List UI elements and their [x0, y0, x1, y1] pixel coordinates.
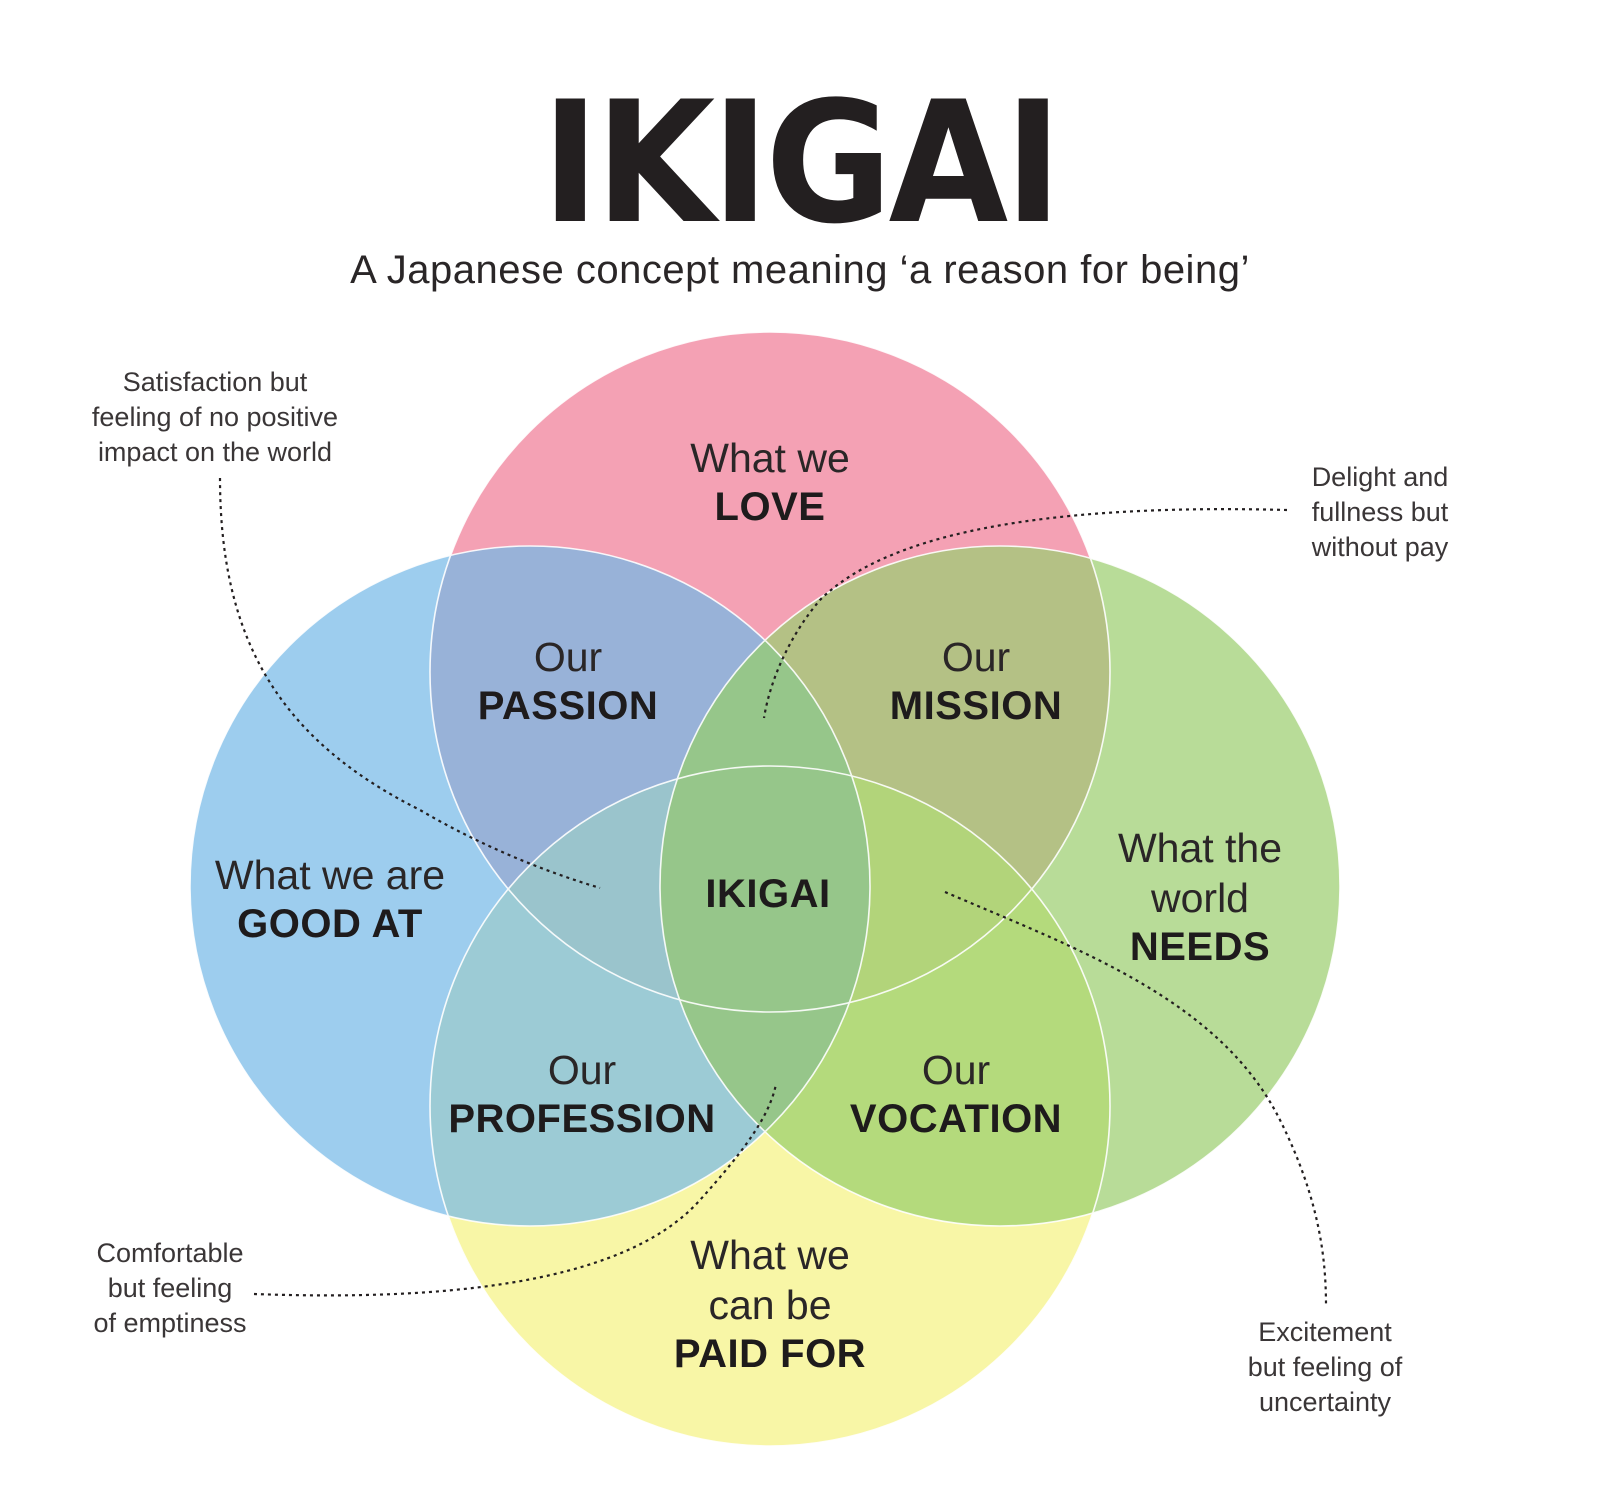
annotation-bottom-right: Excitement but feeling of uncertainty — [1247, 1317, 1403, 1417]
label-passion: Our PASSION — [477, 634, 659, 729]
annotation-top-right: Delight and fullness but without pay — [1311, 462, 1449, 562]
leader-line-bottom-left — [253, 1083, 778, 1297]
page-subtitle: A Japanese concept meaning ‘a reason for… — [350, 248, 1250, 292]
label-good-at: What we are GOOD AT — [214, 852, 446, 947]
leader-line-top-right — [762, 508, 1288, 719]
label-ikigai-center: IKIGAI — [705, 872, 831, 916]
annotation-top-left: Satisfaction but feeling of no positive … — [91, 367, 339, 467]
page-title: IKIGAI — [541, 65, 1062, 261]
label-profession: Our PROFESSION — [448, 1047, 716, 1142]
annotation-bottom-left: Comfortable but feeling of emptiness — [93, 1238, 247, 1338]
leader-line-bottom-right — [944, 890, 1328, 1307]
leader-line-top-left — [218, 477, 601, 890]
label-paid-for: What we can be PAID FOR — [673, 1232, 867, 1377]
label-mission: Our MISSION — [889, 634, 1063, 729]
label-love: What we LOVE — [690, 435, 850, 530]
label-vocation: Our VOCATION — [849, 1047, 1063, 1142]
label-world-needs: What the world NEEDS — [1117, 825, 1283, 970]
